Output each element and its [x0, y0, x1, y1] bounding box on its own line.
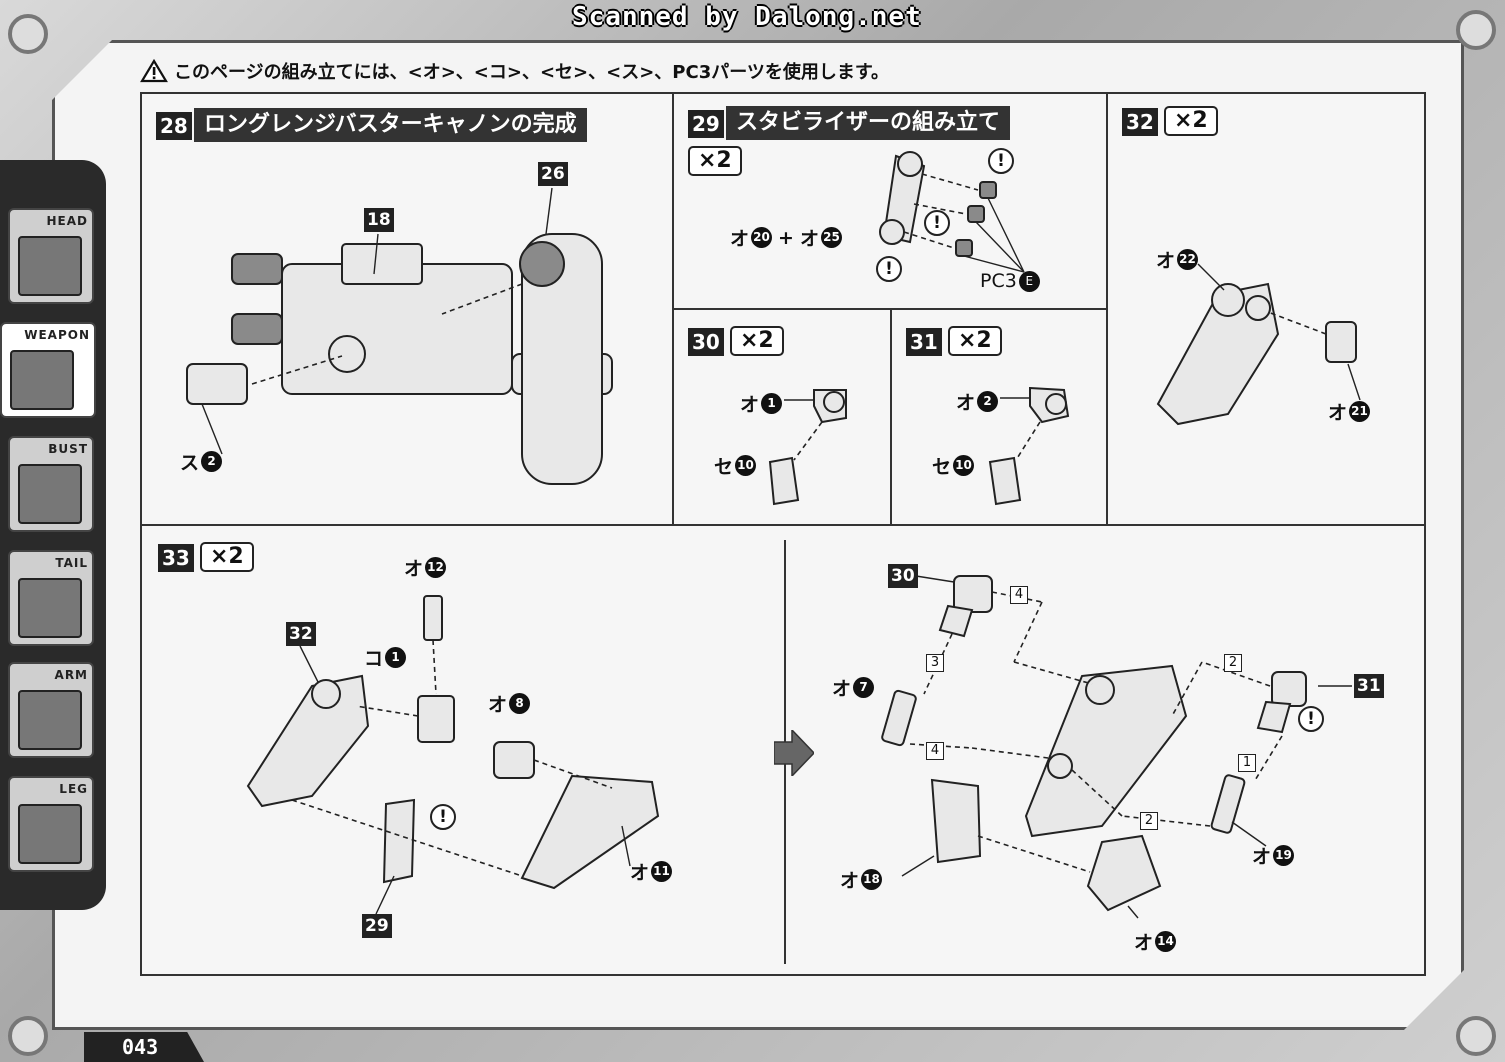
joint-31-drawing — [988, 386, 1070, 506]
next-step-arrow-icon — [774, 730, 814, 776]
warning-triangle-icon — [140, 59, 168, 83]
step-title: スタビライザーの組み立て — [726, 106, 1011, 140]
stabilizer-drawing — [879, 151, 1025, 273]
sidebar-tab-arm[interactable]: ARM — [8, 662, 94, 758]
sidebar-tab-head[interactable]: HEAD — [8, 208, 94, 304]
quantity-box: ×2 — [948, 326, 1002, 356]
quantity-box: ×2 — [730, 326, 784, 356]
quantity-box: ×2 — [200, 542, 254, 572]
leg-thumbnail-icon — [18, 804, 82, 864]
assembly-33-right-drawing — [881, 575, 1352, 919]
step-callout: 32 — [286, 622, 316, 646]
sequence-number: 3 — [926, 654, 944, 672]
bust-thumbnail-icon — [18, 464, 82, 524]
sequence-number: 1 — [1238, 754, 1256, 772]
step-number: 29 — [688, 110, 724, 138]
caution-icon: ! — [924, 210, 950, 236]
corner-gear-icon — [1456, 1016, 1496, 1056]
step-number: 30 — [688, 328, 724, 356]
sidebar-tab-label: TAIL — [55, 556, 88, 570]
quantity-box: ×2 — [688, 146, 742, 176]
section-sidebar: HEAD WEAPON BUST TAIL ARM LEG — [0, 160, 106, 910]
weapon-thumbnail-icon — [10, 350, 74, 410]
corner-gear-icon — [8, 14, 48, 54]
corner-gear-icon — [1456, 10, 1496, 50]
step-callout: 29 — [362, 914, 392, 938]
step-callout: 30 — [888, 564, 918, 588]
step-title: ロングレンジバスターキャノンの完成 — [194, 108, 587, 142]
corner-gear-icon — [8, 1016, 48, 1056]
arm-thumbnail-icon — [18, 690, 82, 750]
sidebar-tab-tail[interactable]: TAIL — [8, 550, 94, 646]
step-number: 33 — [158, 544, 194, 572]
sidebar-tab-label: ARM — [54, 668, 88, 682]
sequence-number: 2 — [1224, 654, 1242, 672]
head-thumbnail-icon — [18, 236, 82, 296]
step-callout: 31 — [1354, 674, 1384, 698]
step-number: 31 — [906, 328, 942, 356]
caution-icon: ! — [988, 148, 1014, 174]
caution-icon: ! — [1298, 706, 1324, 732]
sidebar-tab-label: BUST — [48, 442, 88, 456]
sidebar-tab-label: WEAPON — [24, 328, 90, 342]
sequence-number: 2 — [1140, 812, 1158, 830]
page-number: 043 — [84, 1032, 204, 1062]
cannon-assembly-drawing — [186, 187, 613, 485]
notice-text: このページの組み立てには、<オ>、<コ>、<セ>、<ス>、PC3パーツを使用しま… — [174, 62, 890, 83]
caution-icon: ! — [876, 256, 902, 282]
sequence-number: 4 — [1010, 586, 1028, 604]
sidebar-tab-label: LEG — [59, 782, 88, 796]
sidebar-tab-weapon[interactable]: WEAPON — [0, 322, 96, 418]
sidebar-tab-leg[interactable]: LEG — [8, 776, 94, 872]
sidebar-tab-label: HEAD — [46, 214, 88, 228]
assembly-33-left-drawing — [246, 595, 660, 915]
step-callout: 18 — [364, 208, 394, 232]
bracket-32-drawing — [1156, 263, 1361, 426]
parts-notice: このページの組み立てには、<オ>、<コ>、<セ>、<ス>、PC3パーツを使用しま… — [140, 58, 889, 84]
step-number: 28 — [156, 112, 192, 140]
step-callout: 26 — [538, 162, 568, 186]
tail-thumbnail-icon — [18, 578, 82, 638]
step-number: 32 — [1122, 108, 1158, 136]
scan-credit: Scanned by Dalong.net — [572, 2, 922, 32]
caution-icon: ! — [430, 804, 456, 830]
sequence-number: 4 — [926, 742, 944, 760]
sidebar-tab-bust[interactable]: BUST — [8, 436, 94, 532]
quantity-box: ×2 — [1164, 106, 1218, 136]
joint-30-drawing — [768, 389, 847, 506]
